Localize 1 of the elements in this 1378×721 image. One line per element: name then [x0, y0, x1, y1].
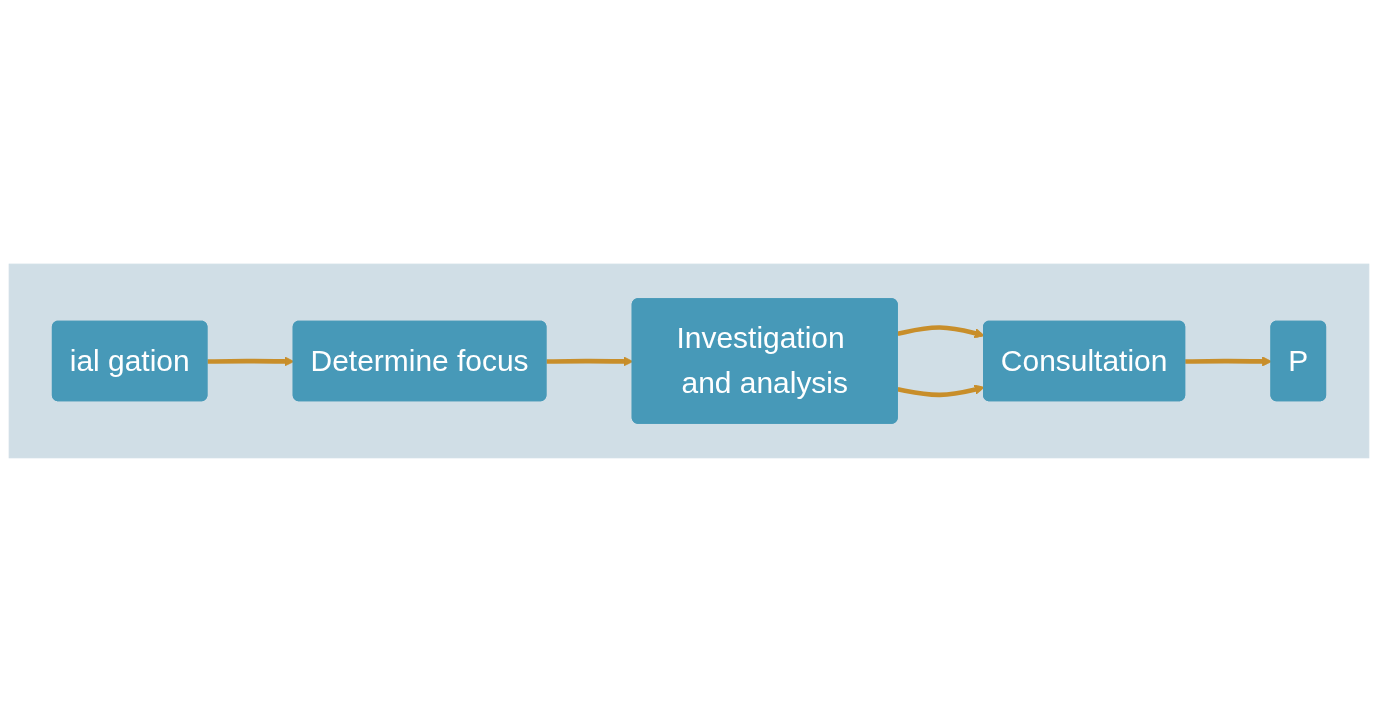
cluster — [8, 263, 1370, 458]
